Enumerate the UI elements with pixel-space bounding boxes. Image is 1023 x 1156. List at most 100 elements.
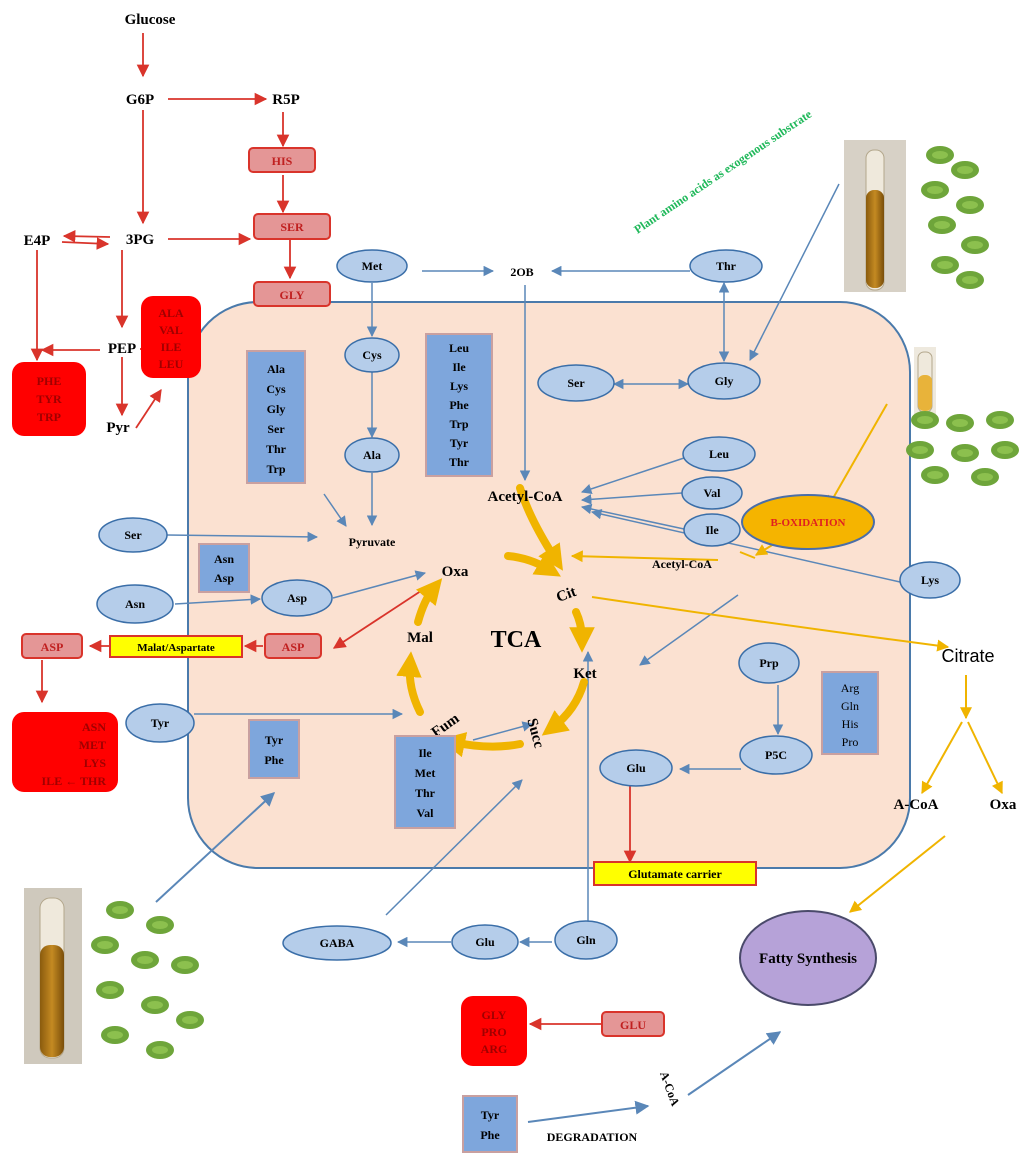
asp-oval: Asp xyxy=(261,579,333,617)
svg-text:Fatty Synthesis: Fatty Synthesis xyxy=(759,951,857,967)
aromatic-aa-box: PHE TYR TRP xyxy=(12,362,86,436)
svg-text:Leu: Leu xyxy=(449,341,469,355)
transport-arrows xyxy=(155,183,901,1123)
glu-family-box: Arg Gln His Pro xyxy=(821,671,879,755)
ser-oval-mid: Ser xyxy=(537,364,615,402)
svg-text:ALA: ALA xyxy=(158,306,184,320)
2ob-label: 2OB xyxy=(510,265,533,279)
fatty-synthesis-oval: Fatty Synthesis xyxy=(739,910,877,1006)
trp-label: TRP xyxy=(37,410,61,424)
a-coa-label-2: A-CoA xyxy=(657,1069,683,1108)
tca-label: TCA xyxy=(491,627,542,653)
svg-text:Tyr: Tyr xyxy=(265,733,284,747)
svg-text:Thr: Thr xyxy=(716,259,737,273)
g6p-label: G6P xyxy=(126,92,154,108)
svg-text:Val: Val xyxy=(704,486,722,500)
plant-extract-photo-top xyxy=(844,140,989,292)
svg-text:Gly: Gly xyxy=(715,374,734,388)
oxa-label: Oxa xyxy=(442,564,469,580)
beta-oxidation-oval: B-OXIDATION xyxy=(741,494,875,550)
citrate-label: Citrate xyxy=(941,646,994,666)
acetyl-family-box: Leu Ile Lys Phe Trp Tyr Thr xyxy=(425,333,493,477)
malat-aspartate-carrier: Malat/Aspartate xyxy=(109,635,243,658)
glutamate-carrier: Glutamate carrier xyxy=(593,861,757,886)
svg-text:Ile: Ile xyxy=(705,523,719,537)
ser-oval-left: Ser xyxy=(98,517,168,553)
svg-text:Ser: Ser xyxy=(124,528,142,542)
cys-oval: Cys xyxy=(344,337,400,373)
svg-text:GABA: GABA xyxy=(320,936,355,950)
svg-text:Thr: Thr xyxy=(449,455,470,469)
svg-text:Asn: Asn xyxy=(125,597,145,611)
3pg-label: 3PG xyxy=(126,232,155,248)
svg-text:SER: SER xyxy=(280,220,304,234)
svg-text:Tyr: Tyr xyxy=(450,436,469,450)
pyr-label: Pyr xyxy=(106,420,130,436)
tyr-oval: Tyr xyxy=(125,703,195,743)
svg-text:P5C: P5C xyxy=(765,748,787,762)
svg-text:Asp: Asp xyxy=(214,571,234,585)
svg-text:LEU: LEU xyxy=(159,357,184,371)
svg-text:Gly: Gly xyxy=(267,402,286,416)
svg-text:VAL: VAL xyxy=(159,323,183,337)
plant-extract-photo-bottom xyxy=(24,888,204,1064)
svg-text:Cys: Cys xyxy=(362,348,382,362)
glu-products-box: GLY PRO ARG xyxy=(461,996,527,1066)
his-box: HIS xyxy=(248,147,316,173)
svg-text:Val: Val xyxy=(417,806,435,820)
svg-text:Leu: Leu xyxy=(709,447,729,461)
svg-text:Lys: Lys xyxy=(450,379,468,393)
svg-text:Ala: Ala xyxy=(363,448,381,462)
val-oval: Val xyxy=(681,476,743,510)
ile-oval: Ile xyxy=(683,513,741,547)
svg-text:Glutamate carrier: Glutamate carrier xyxy=(628,867,722,881)
svg-text:Thr: Thr xyxy=(415,786,436,800)
svg-text:Tyr: Tyr xyxy=(151,716,170,730)
svg-text:Trp: Trp xyxy=(449,417,468,431)
asn-asp-box: Asn Asp xyxy=(198,543,250,593)
asp-box-red: ASP xyxy=(264,633,322,659)
ala-oval: Ala xyxy=(344,437,400,473)
svg-text:Gln: Gln xyxy=(841,699,859,713)
svg-text:ASN: ASN xyxy=(82,720,106,734)
met-oval: Met xyxy=(336,249,408,283)
svg-text:Prp: Prp xyxy=(759,656,779,670)
svg-text:ASP: ASP xyxy=(41,640,64,654)
plant-extract-photo-right xyxy=(906,347,1019,486)
svg-text:Ile: Ile xyxy=(452,360,466,374)
asp-box-left: ASP xyxy=(21,633,83,659)
svg-text:Thr: Thr xyxy=(266,442,287,456)
svg-text:HIS: HIS xyxy=(272,154,293,168)
svg-text:Gln: Gln xyxy=(576,933,596,947)
svg-text:Glu: Glu xyxy=(626,761,646,775)
degradation-label: DEGRADATION xyxy=(547,1130,638,1144)
glu-box-red: GLU xyxy=(601,1011,665,1037)
tyr-phe-box-outside: Tyr Phe xyxy=(462,1095,518,1153)
svg-text:GLY: GLY xyxy=(482,1008,507,1022)
gly-oval: Gly xyxy=(687,362,761,400)
svg-text:Cys: Cys xyxy=(266,382,286,396)
svg-text:LYS: LYS xyxy=(84,756,107,770)
svg-text:B-OXIDATION: B-OXIDATION xyxy=(771,517,846,529)
asn-oval: Asn xyxy=(96,584,174,624)
pyruvate-label: Pyruvate xyxy=(349,535,396,549)
svg-text:Ser: Ser xyxy=(567,376,585,390)
svg-text:Ser: Ser xyxy=(267,422,285,436)
a-coa-label: A-CoA xyxy=(894,797,939,813)
glu-oval-inside: Glu xyxy=(599,749,673,787)
succ-family-box: Ile Met Thr Val xyxy=(394,735,456,829)
prp-oval: Prp xyxy=(738,642,800,684)
svg-text:His: His xyxy=(842,717,859,731)
svg-text:Asn: Asn xyxy=(214,552,234,566)
svg-text:Trp: Trp xyxy=(266,462,285,476)
r5p-label: R5P xyxy=(272,92,300,108)
svg-text:MET: MET xyxy=(79,738,106,752)
glucose-label: Glucose xyxy=(125,12,176,28)
svg-text:Ile: Ile xyxy=(418,746,432,760)
aspartate-products-box: ASN MET LYS ILE ← THR xyxy=(12,712,118,792)
svg-text:Pro: Pro xyxy=(842,735,859,749)
gly-box: GLY xyxy=(253,281,331,307)
cit-label: Cit xyxy=(554,584,578,606)
mal-label: Mal xyxy=(407,630,433,646)
